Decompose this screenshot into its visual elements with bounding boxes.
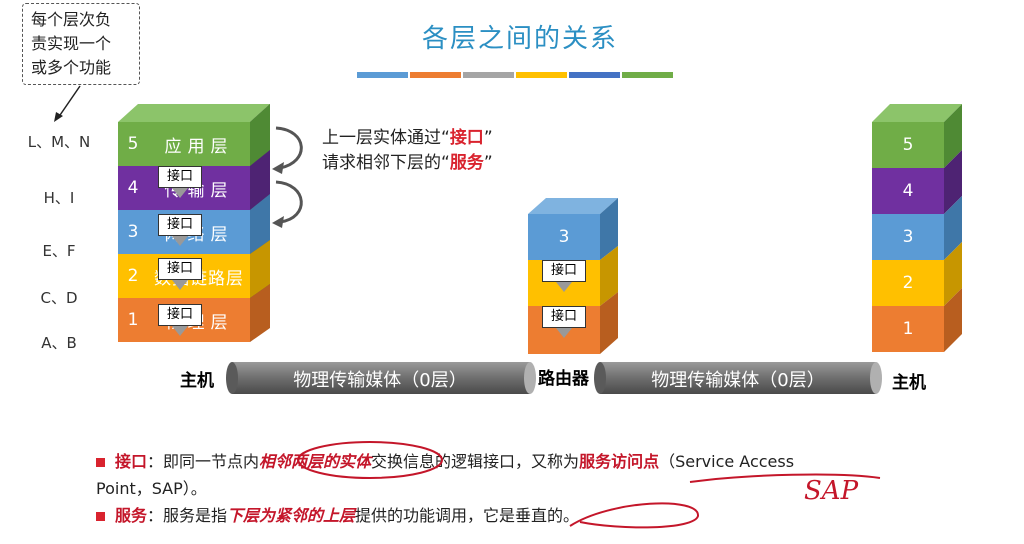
layer-num: 3 bbox=[558, 227, 570, 247]
router-stack: 3 接口 接口 bbox=[528, 196, 620, 358]
note-line: 责实现一个 bbox=[31, 34, 112, 53]
layer-num: 3 bbox=[127, 222, 139, 242]
host-left-label: 主机 bbox=[180, 371, 214, 391]
bullet-interface-cont: Point，SAP）。 bbox=[96, 475, 956, 502]
bullet-text: （Service Access bbox=[659, 452, 795, 471]
desc-text: 上一层实体通过“ bbox=[322, 128, 450, 148]
interface-box: 接口 bbox=[542, 260, 586, 282]
left-host-stack: 5 应用层 4 传输层 3 网络层 2 数据链路层 1 物理层 接口 接口 接口… bbox=[118, 102, 278, 360]
layer-num: 5 bbox=[127, 134, 139, 154]
layer-num: 5 bbox=[902, 135, 914, 155]
note-pointer-arrow bbox=[54, 85, 81, 122]
right-layer-4: 4 bbox=[872, 168, 944, 214]
note-line: 每个层次负 bbox=[31, 10, 112, 29]
down-arrow-icon bbox=[556, 328, 572, 338]
desc-key-interface: 接口 bbox=[449, 128, 484, 148]
desc-line-2: 请求相邻下层的“服务” bbox=[322, 151, 493, 176]
router-layer-3: 3 bbox=[528, 214, 600, 260]
curved-arrows-icon bbox=[272, 126, 303, 228]
layer-num: 2 bbox=[902, 273, 914, 293]
title-bar-seg bbox=[569, 72, 620, 78]
layer-num: 1 bbox=[127, 310, 139, 330]
layer-num: 1 bbox=[902, 319, 914, 339]
desc-line-1: 上一层实体通过“接口” bbox=[322, 126, 493, 151]
interface-box: 接口 bbox=[158, 304, 202, 326]
definition-bullets: 接口：即同一节点内相邻两层的实体交换信息的逻辑接口，又称为服务访问点（Servi… bbox=[96, 448, 956, 529]
handwriting-annotations bbox=[297, 441, 881, 529]
title-bar-seg bbox=[410, 72, 461, 78]
down-arrow-icon bbox=[172, 236, 188, 246]
desc-text: ” bbox=[483, 128, 493, 148]
desc-key-service: 服务 bbox=[449, 153, 484, 173]
interface-box: 接口 bbox=[158, 258, 202, 280]
level-label: H、I bbox=[43, 189, 75, 207]
level-label: A、B bbox=[41, 334, 77, 352]
host-right-label: 主机 bbox=[892, 373, 926, 393]
right-layer-3: 3 bbox=[872, 214, 944, 260]
right-stack-3d-faces bbox=[872, 104, 962, 352]
down-arrow-icon bbox=[172, 188, 188, 198]
interface-box: 接口 bbox=[158, 166, 202, 188]
desc-text: 请求相邻下层的“ bbox=[322, 153, 450, 173]
desc-text: ” bbox=[483, 153, 493, 173]
level-label: L、M、N bbox=[27, 133, 91, 151]
title-bar-seg bbox=[463, 72, 514, 78]
note-line: 或多个功能 bbox=[31, 58, 112, 77]
bullet-service: 服务：服务是指下层为紧邻的上层提供的功能调用，它是垂直的。 bbox=[96, 502, 956, 529]
medium-label-right: 物理传输媒体（0层） bbox=[651, 370, 825, 391]
medium-pipe-right bbox=[594, 362, 882, 394]
down-arrow-icon bbox=[172, 326, 188, 336]
down-arrow-icon bbox=[172, 280, 188, 290]
router-stack-3d-faces bbox=[528, 198, 618, 354]
bullet-highlight: 下层为紧邻的上层 bbox=[227, 506, 356, 525]
bullet-text: 提供的功能调用，它是垂直的。 bbox=[355, 506, 580, 525]
bullet-highlight: 相邻两层的实体 bbox=[259, 452, 372, 471]
right-layer-1: 1 bbox=[872, 306, 944, 352]
interface-box: 接口 bbox=[158, 214, 202, 236]
layer-name: 应用层 bbox=[164, 136, 234, 157]
handwritten-sap: SAP bbox=[804, 476, 859, 506]
interface-service-description: 上一层实体通过“接口” 请求相邻下层的“服务” bbox=[322, 126, 493, 176]
right-layer-5: 5 bbox=[872, 122, 944, 168]
layer-num: 3 bbox=[902, 227, 914, 247]
down-arrow-icon bbox=[556, 282, 572, 292]
layer-num: 4 bbox=[127, 178, 139, 198]
bullet-text: ：服务是指 bbox=[147, 506, 228, 525]
layer-5-application: 5 应用层 bbox=[118, 122, 250, 166]
slide-title: 各层之间的关系 bbox=[421, 24, 618, 54]
bullet-key: 服务 bbox=[115, 506, 148, 525]
title-color-bar bbox=[357, 72, 675, 78]
medium-pipe-left bbox=[226, 362, 536, 394]
bullet-text: ：即同一节点内 bbox=[147, 452, 260, 471]
bullet-text: 交换信息的逻辑接口，又称为 bbox=[371, 452, 580, 471]
router-label: 路由器 bbox=[538, 369, 589, 389]
bullet-square-icon bbox=[96, 512, 105, 521]
interface-box: 接口 bbox=[542, 306, 586, 328]
bullet-square-icon bbox=[96, 458, 105, 467]
title-bar-seg bbox=[622, 72, 673, 78]
left-stack-3d-faces bbox=[118, 104, 270, 342]
right-host-stack: 5 4 3 2 1 bbox=[872, 102, 964, 360]
bullet-key: 接口 bbox=[115, 452, 148, 471]
level-label: C、D bbox=[40, 289, 78, 307]
title-bar-seg bbox=[357, 72, 408, 78]
medium-label-left: 物理传输媒体（0层） bbox=[293, 370, 467, 391]
note-box: 每个层次负 责实现一个 或多个功能 bbox=[22, 3, 140, 85]
bullet-key: 服务访问点 bbox=[579, 452, 660, 471]
title-bar-seg bbox=[516, 72, 567, 78]
bullet-interface: 接口：即同一节点内相邻两层的实体交换信息的逻辑接口，又称为服务访问点（Servi… bbox=[96, 448, 956, 475]
layer-num: 2 bbox=[127, 266, 139, 286]
right-layer-2: 2 bbox=[872, 260, 944, 306]
bullet-text: Point，SAP）。 bbox=[96, 479, 207, 498]
layer-num: 4 bbox=[902, 181, 914, 201]
level-label: E、F bbox=[42, 242, 76, 260]
